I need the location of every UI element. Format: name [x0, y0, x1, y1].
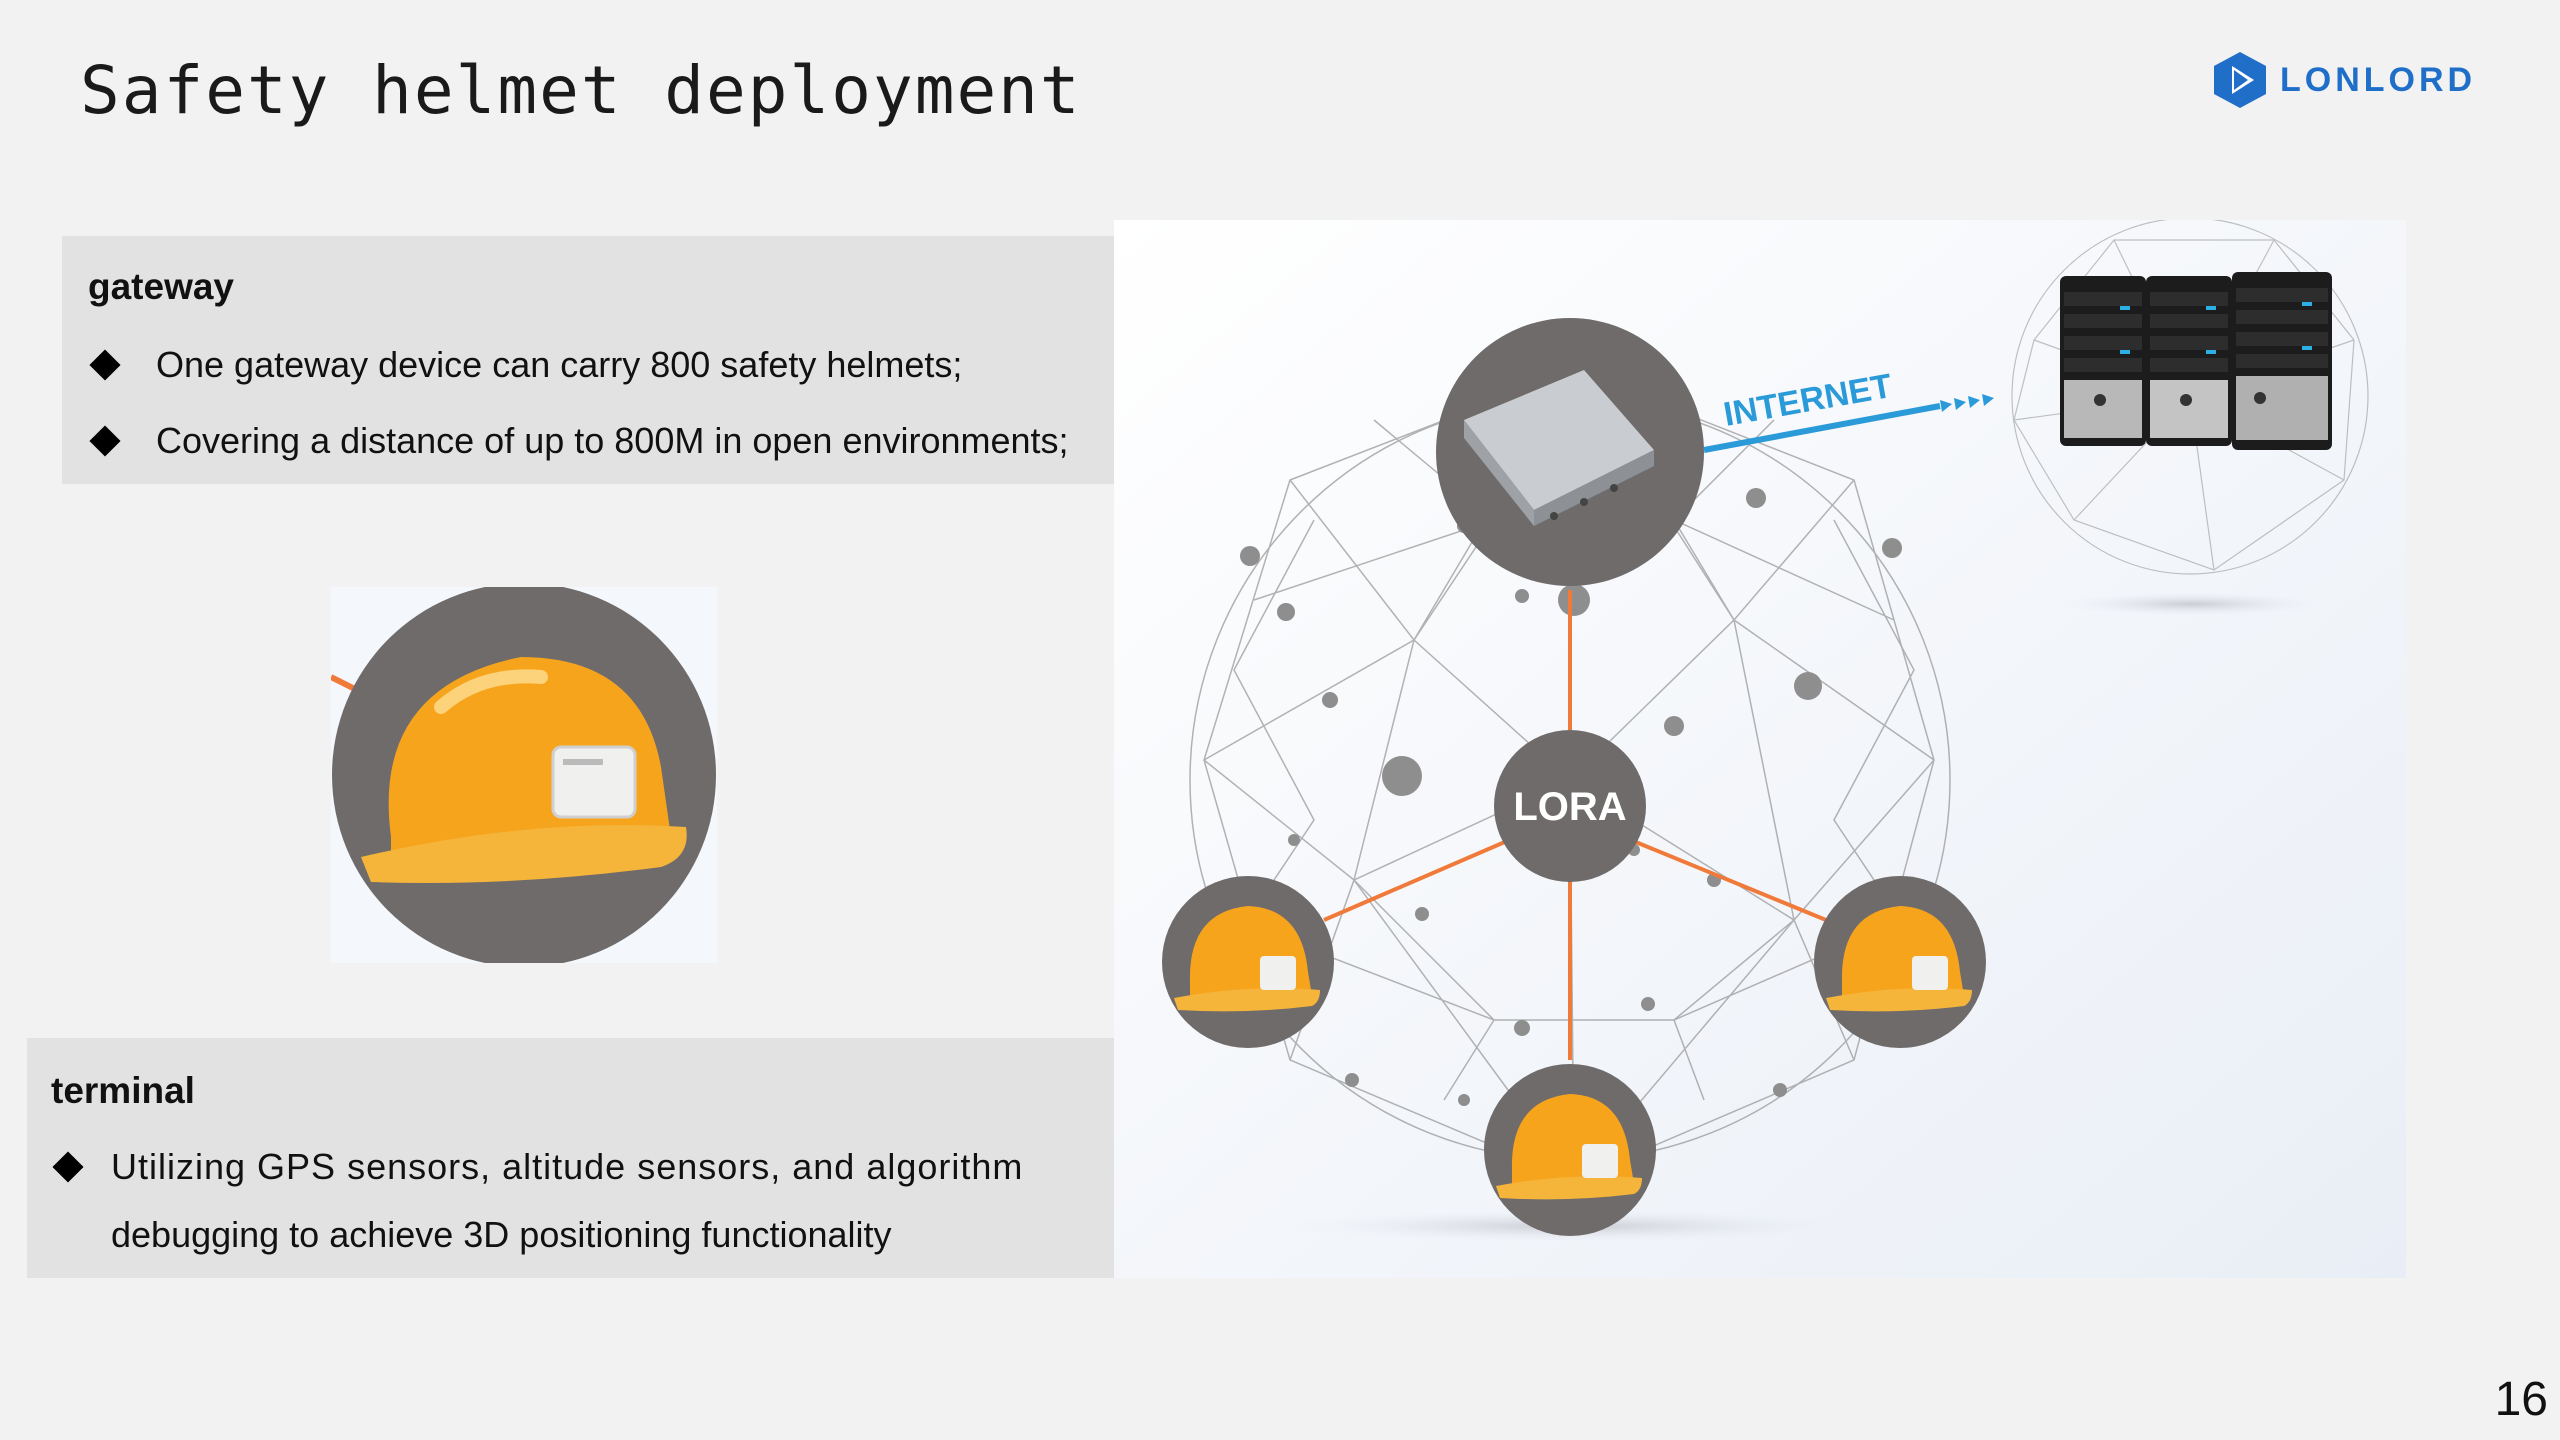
lonlord-logo-icon — [2214, 52, 2266, 108]
arrow-icon — [1940, 394, 1994, 412]
gateway-bullet-text: One gateway device can carry 800 safety … — [156, 344, 963, 385]
helmet-node-bottom — [1484, 1064, 1656, 1236]
server-rack-icon — [2060, 272, 2332, 450]
helmet-image — [331, 587, 717, 963]
diamond-bullet-icon — [89, 349, 121, 381]
page-number: 16 — [2494, 1373, 2548, 1426]
gateway-bullet-text: Covering a distance of up to 800M in ope… — [156, 420, 1069, 461]
terminal-bullet: Utilizing GPS sensors, altitude sensors,… — [52, 1146, 1024, 1188]
gateway-bullet-2: Covering a distance of up to 800M in ope… — [89, 420, 1069, 462]
terminal-panel: terminal Utilizing GPS sensors, altitude… — [27, 1038, 1114, 1278]
lora-network-diagram: INTERNET LORA — [1114, 220, 2406, 1278]
slide-title: Safety helmet deployment — [80, 52, 1082, 129]
helmet-node-left — [1162, 876, 1334, 1048]
internet-link — [1703, 403, 1941, 453]
logo-text: LONLORD — [2280, 60, 2477, 99]
terminal-bullet-line1: Utilizing GPS sensors, altitude sensors,… — [111, 1146, 1024, 1187]
helmet-node-right — [1814, 876, 1986, 1048]
terminal-bullet-line2: debugging to achieve 3D positioning func… — [111, 1214, 892, 1255]
brand-logo: LONLORD — [2212, 50, 2476, 110]
diamond-bullet-icon — [89, 425, 121, 457]
lora-label: LORA — [1513, 785, 1626, 829]
lora-links — [1323, 590, 1827, 1060]
gateway-node — [1436, 318, 1704, 586]
diamond-bullet-icon — [52, 1151, 84, 1183]
lora-hub: LORA — [1494, 730, 1646, 882]
gateway-bullet-1: One gateway device can carry 800 safety … — [89, 344, 963, 386]
terminal-heading: terminal — [51, 1070, 195, 1111]
gateway-heading: gateway — [88, 266, 235, 307]
gateway-panel: gateway One gateway device can carry 800… — [62, 236, 1114, 484]
